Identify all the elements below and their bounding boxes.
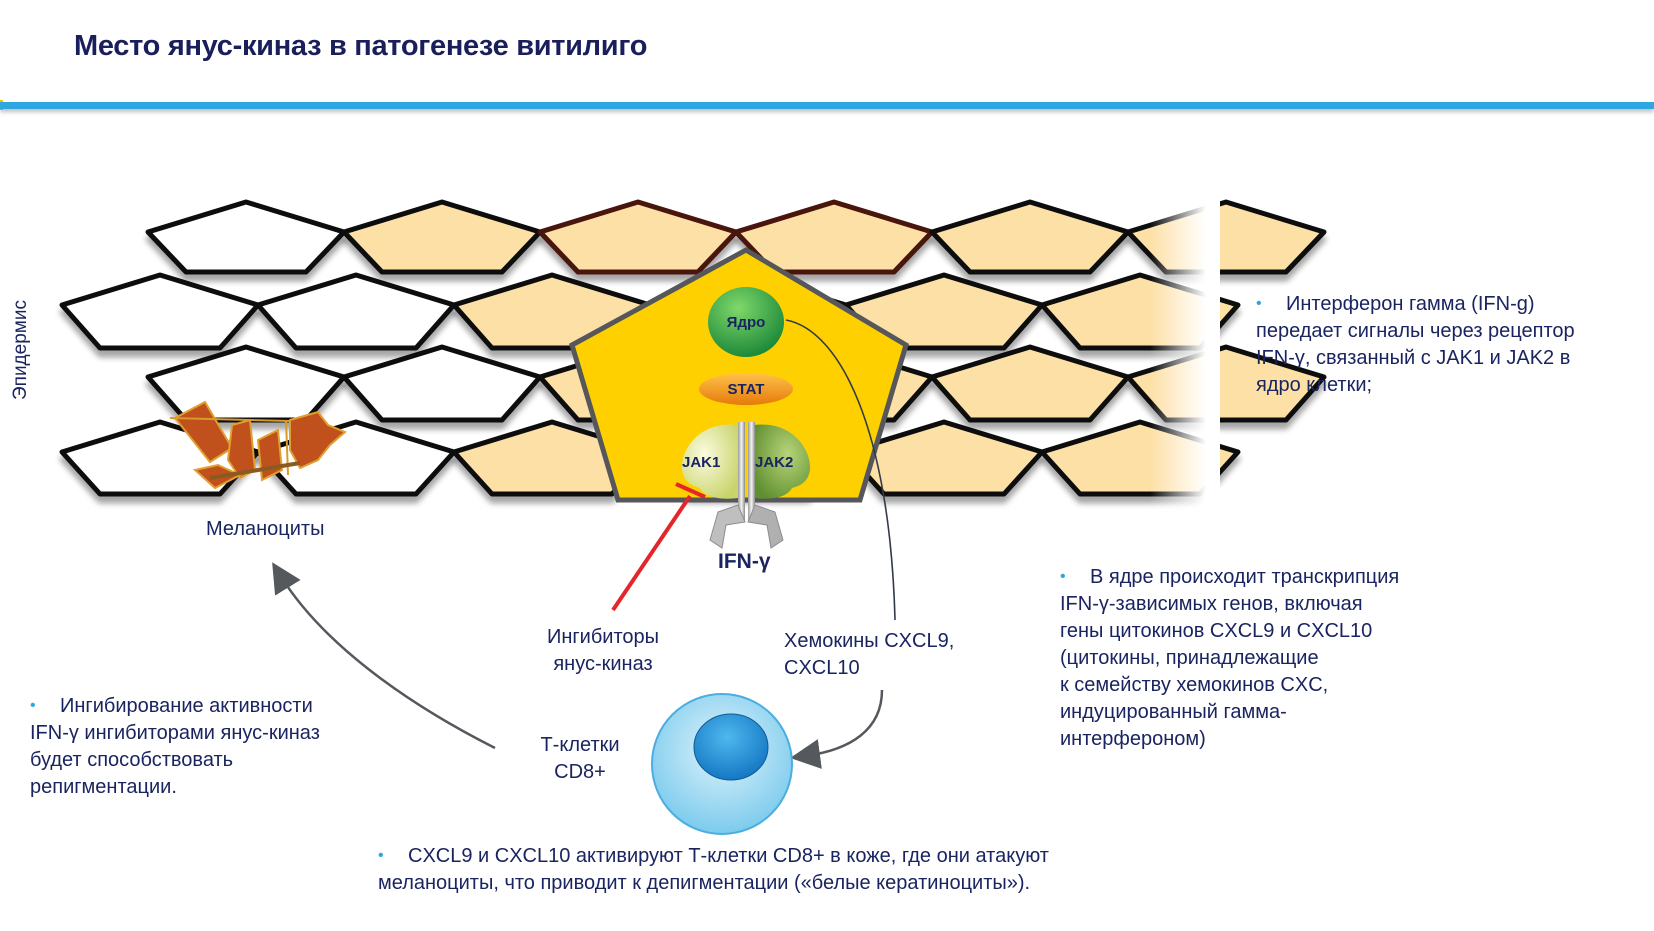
slide-title: Место янус-киназ в патогенезе витилиго — [74, 30, 648, 62]
note-line: IFN-γ ингибиторами янус-киназ — [30, 722, 320, 744]
t-cell-icon — [651, 693, 793, 835]
melanocyte-cluster — [169, 400, 347, 490]
jak1-label: JAK1 — [682, 454, 721, 471]
note-line: репигментации. — [30, 776, 177, 798]
note-ifn-signaling: • Интерферон гамма (IFN-g) передает сигна… — [1256, 290, 1654, 399]
inhibitors-label-line1: Ингибиторы — [546, 626, 660, 648]
depigmented-keratinocyte — [341, 344, 543, 423]
nucleus-icon — [708, 287, 784, 357]
note-line: (цитокины, принадлежащие — [1060, 647, 1319, 669]
inhibitors-label-line2: янус-киназ — [553, 653, 653, 675]
inhibitor-line — [611, 482, 706, 612]
melanocytes-label: Меланоциты — [206, 518, 325, 540]
bullet-icon: • — [378, 847, 384, 864]
stat-label: STAT — [727, 381, 765, 398]
note-line: гены цитокинов CXCL9 и CXCL10 — [1060, 620, 1373, 642]
tcell-label-line2: CD8+ — [554, 761, 606, 783]
nucleus-label: Ядро — [726, 314, 766, 331]
chemokines-to-tcell-arrow — [790, 689, 884, 769]
note-line: Интерферон гамма (IFN-g) — [1286, 293, 1535, 315]
depigmented-keratinocyte — [145, 344, 347, 423]
stat-icon — [699, 373, 793, 405]
note-line: меланоциты, что приводит к депигментации… — [378, 872, 1031, 894]
jak2-icon — [754, 424, 811, 499]
note-line: передает сигналы через рецептор — [1256, 320, 1575, 342]
pigmented-keratinocyte — [537, 199, 739, 275]
note-repigmentation: • Ингибирование активности IFN-γ ингибито… — [30, 692, 390, 801]
note-transcription: • В ядре происходит транскрипция IFN-γ-за… — [1060, 563, 1480, 753]
cell-field-fade — [1150, 180, 1220, 520]
depigmented-keratinocyte — [59, 272, 261, 351]
nucleus-to-chemokines-line — [785, 319, 896, 621]
pigmented-keratinocyte — [929, 199, 1131, 275]
epidermis-label: Эпидермис — [10, 300, 31, 400]
bullet-icon: • — [1256, 295, 1262, 312]
tcell-label: Т-клетки CD8+ — [530, 732, 630, 786]
chemokines-label-line2: CXCL10 — [784, 657, 860, 679]
jak2-label: JAK2 — [755, 454, 794, 471]
note-line: IFN-γ-зависимых генов, включая — [1060, 593, 1363, 615]
receptor-label: IFN-γ — [718, 550, 771, 573]
note-line: индуцированный гамма- — [1060, 701, 1287, 723]
note-line: ядро клетки; — [1256, 374, 1373, 396]
note-line: CXCL9 и CXCL10 активируют Т-клетки CD8+ … — [408, 845, 1049, 867]
jak1-icon — [681, 424, 738, 499]
depigmented-keratinocyte — [145, 199, 347, 275]
title-divider — [0, 102, 1654, 109]
note-line: будет способствовать — [30, 749, 234, 771]
tcell-label-line1: Т-клетки — [540, 734, 620, 756]
bullet-icon: • — [30, 697, 36, 714]
note-line: Ингибирование активности — [60, 695, 313, 717]
pigmented-keratinocyte — [341, 199, 543, 275]
note-line: В ядре происходит транскрипция — [1090, 566, 1400, 588]
note-line: интерфероном) — [1060, 728, 1206, 750]
chemokines-label-line1: Хемокины CXCL9, — [784, 630, 955, 652]
note-depigmentation: • CXCL9 и CXCL10 активируют Т-клетки CD8+… — [378, 842, 1178, 897]
note-line: к семейству хемокинов CXC, — [1060, 674, 1329, 696]
depigmented-keratinocyte — [255, 272, 457, 351]
chemokines-label: Хемокины CXCL9, CXCL10 — [784, 628, 954, 682]
inhibitors-label: Ингибиторы янус-киназ — [530, 624, 676, 678]
pigmented-keratinocyte — [843, 419, 1045, 497]
bullet-icon: • — [1060, 568, 1066, 585]
pigmented-keratinocyte — [929, 344, 1131, 423]
note-line: IFN-γ, связанный с JAK1 и JAK2 в — [1256, 347, 1571, 369]
ifn-gamma-receptor-icon — [709, 422, 784, 549]
tcell-to-melanocytes-arrow — [272, 562, 496, 750]
